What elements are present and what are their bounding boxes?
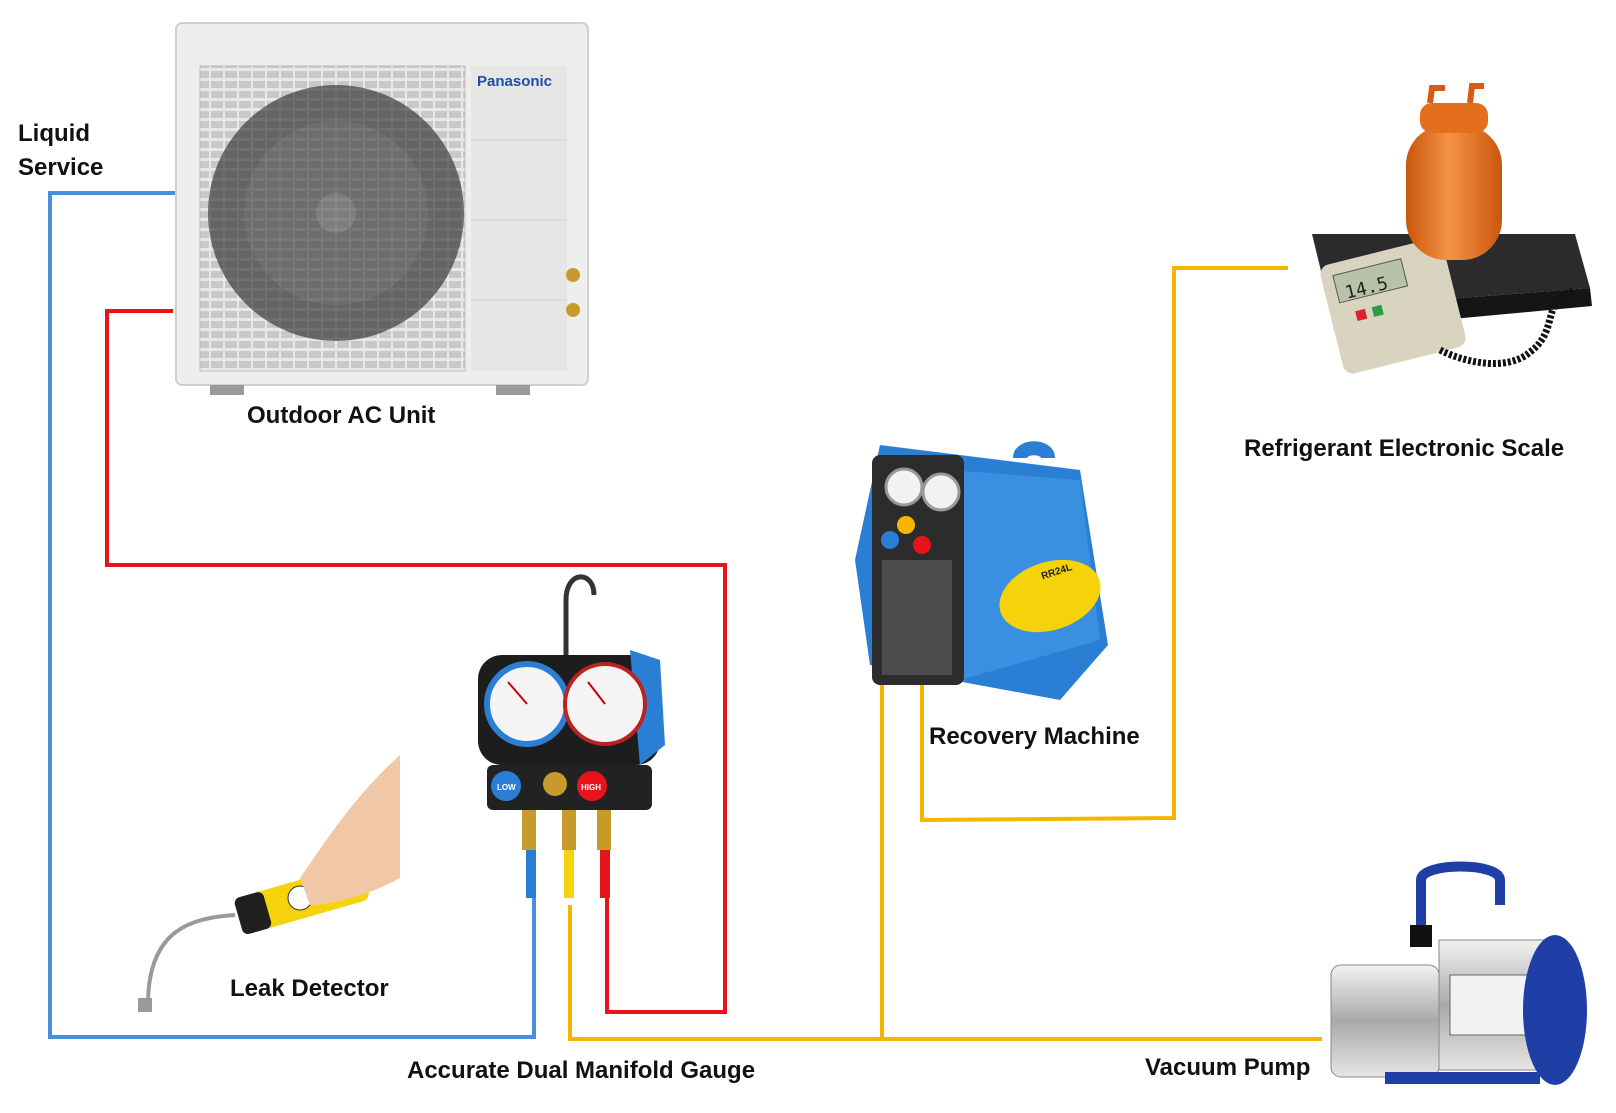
label-liquid: Liquid: [18, 120, 90, 147]
liquid-line-blue: [48, 191, 536, 1039]
leak-detector: [138, 755, 400, 1012]
recovery-to-scale-line-yellow: [920, 266, 1288, 823]
high-side-line-red: [105, 309, 727, 1014]
label-service: Service: [18, 154, 104, 181]
label-recovery-machine: Recovery Machine: [929, 723, 1140, 750]
gauge-low-label: LOW: [497, 783, 516, 792]
label-outdoor-ac-unit: Outdoor AC Unit: [247, 402, 436, 429]
gauge-high-label: HIGH: [581, 783, 601, 792]
outdoor-ac-unit: Panasonic: [175, 22, 589, 395]
ac-brand-logo: Panasonic: [477, 73, 552, 90]
vacuum-pump: [1330, 861, 1587, 1085]
service-line-yellow-manifold: [568, 905, 1322, 1041]
refrigerant-tank: [1406, 83, 1502, 260]
recovery-machine: RR24L: [855, 441, 1108, 700]
label-dual-manifold-gauge: Accurate Dual Manifold Gauge: [407, 1057, 756, 1084]
label-leak-detector: Leak Detector: [230, 975, 389, 1002]
service-valve-upper: [566, 268, 580, 282]
label-refrigerant-scale: Refrigerant Electronic Scale: [1244, 435, 1565, 462]
dual-manifold-gauge: LOW HIGH: [478, 574, 665, 898]
refrigerant-electronic-scale: 14.5: [1312, 234, 1592, 374]
service-valve-lower: [566, 303, 580, 317]
label-vacuum-pump: Vacuum Pump: [1145, 1054, 1311, 1081]
